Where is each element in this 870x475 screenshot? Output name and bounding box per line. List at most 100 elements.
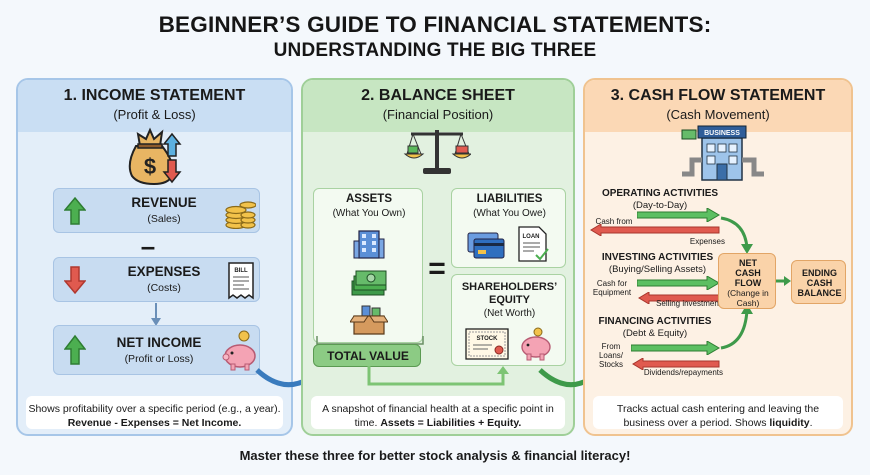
investing-in-label: Cash for Equipment [587, 279, 637, 297]
net-cash-flow-l5: Cash) [736, 298, 760, 308]
equity-label-line1: SHAREHOLDERS’ [461, 281, 558, 293]
financing-sub: (Debt & Equity) [622, 328, 688, 339]
cash-flow-panel: 3. CASH FLOW STATEMENT (Cash Movement) B… [583, 78, 853, 436]
bill-icon-text: BILL [234, 268, 248, 274]
ending-cash-balance-label: ENDING CASH BALANCE [792, 268, 847, 298]
revenue-sub: (Sales) [147, 213, 181, 225]
stock-certificate-icon: STOCK [465, 328, 509, 360]
balance-sheet-panel: 2. BALANCE SHEET (Financial Position) AS… [301, 78, 575, 436]
business-sign-text: BUSINESS [704, 130, 740, 137]
investing-title: INVESTING ACTIVITIES [601, 252, 714, 263]
financing-outflow-arrow [632, 358, 720, 370]
expenses-label: EXPENSES [127, 264, 201, 279]
up-arrow-icon [64, 334, 86, 365]
cashflow-footer: Tracks actual cash entering and leaving … [593, 396, 843, 429]
investing-inflow-arrow [637, 276, 720, 290]
revenue-card: REVENUE (Sales) [53, 188, 260, 233]
assets-sub: (What You Own) [332, 208, 406, 219]
income-footer: Shows profitability over a specific peri… [26, 396, 283, 429]
loan-document-icon: LOAN [518, 226, 549, 262]
operating-outflow-arrow [590, 224, 720, 236]
financing-in-label-3: Stocks [598, 360, 623, 369]
financing-in-label-2: Loans/ [598, 351, 624, 360]
ending-l2: CASH [806, 278, 833, 288]
net-cash-flow-l3: FLOW [734, 278, 762, 288]
svg-text:$: $ [144, 154, 156, 179]
operating-out-label: Expenses [689, 237, 725, 246]
total-value-box: TOTAL VALUE [313, 344, 421, 367]
cashflow-panel-header: 3. CASH FLOW STATEMENT (Cash Movement) [585, 80, 851, 132]
expenses-to-net-arrow [151, 303, 161, 326]
investing-in-label-1: Cash for [596, 279, 628, 288]
equity-sub: (Net Worth) [483, 308, 536, 319]
investing-in-label-2: Equipment [592, 288, 632, 297]
income-panel-header: 1. INCOME STATEMENT (Profit & Loss) [18, 80, 291, 132]
net-cash-flow-box: NET CASH FLOW (Change in Cash) [718, 253, 776, 309]
piggy-bank-icon [222, 330, 256, 371]
loan-icon-text: LOAN [523, 234, 540, 240]
assets-label: ASSETS [345, 193, 392, 205]
net-cash-flow-label: NET CASH FLOW [719, 258, 777, 288]
net-cash-flow-l4: (Change in [727, 288, 769, 298]
up-arrow-icon [64, 196, 86, 225]
liabilities-label: LIABILITIES [476, 193, 543, 205]
investing-sub: (Buying/Selling Assets) [608, 264, 707, 275]
equity-card: SHAREHOLDERS’ EQUITY (Net Worth) STOCK [451, 274, 566, 366]
balance-scale-icon [403, 130, 471, 174]
balance-footer-line2-bold: Assets = Liabilities + Equity. [380, 417, 522, 429]
balance-panel-header: 2. BALANCE SHEET (Financial Position) [303, 80, 573, 132]
financing-inflow-arrow [631, 341, 720, 355]
income-footer-line1: Shows profitability over a specific peri… [28, 403, 281, 415]
inventory-box-icon [350, 305, 388, 335]
equity-label-line2: EQUITY [489, 294, 530, 306]
assets-card: ASSETS (What You Own) [313, 188, 423, 343]
piggy-bank-icon [521, 327, 551, 361]
income-subtitle: (Profit & Loss) [113, 107, 196, 122]
page-title-line2: UNDERSTANDING THE BIG THREE [273, 40, 597, 61]
down-arrow-icon [64, 266, 86, 295]
income-statement-panel: 1. INCOME STATEMENT (Profit & Loss) $ RE… [16, 78, 293, 436]
net-income-sub: (Profit or Loss) [124, 353, 194, 365]
operating-sub: (Day-to-Day) [632, 200, 688, 211]
investing-outflow-arrow [638, 292, 720, 304]
balance-footer: A snapshot of financial health at a spec… [311, 396, 565, 429]
balance-subtitle: (Financial Position) [382, 107, 494, 122]
cashflow-title: 3. CASH FLOW STATEMENT [610, 87, 826, 104]
ending-cash-balance-box: ENDING CASH BALANCE [791, 260, 846, 304]
expenses-card: EXPENSES (Costs) BILL [53, 257, 260, 302]
ending-l1: ENDING [801, 268, 837, 278]
financing-in-label: From Loans/ Stocks [591, 342, 631, 369]
liabilities-card: LIABILITIES (What You Owe) LOAN [451, 188, 566, 268]
cashflow-footer-line1: Tracks actual cash entering and leaving … [616, 403, 820, 415]
net-income-card: NET INCOME (Profit or Loss) [53, 325, 260, 375]
stock-icon-text: STOCK [477, 336, 499, 342]
cashflow-footer-line2-post: . [809, 417, 813, 429]
net-cash-flow-sub: (Change in Cash) [719, 288, 777, 308]
financing-in-label-1: From [601, 342, 621, 351]
page-title-line1: BEGINNER’S GUIDE TO FINANCIAL STATEMENTS… [158, 12, 712, 37]
business-building-icon: BUSINESS [681, 125, 764, 181]
balance-footer-line2-pre: time. [354, 417, 381, 429]
operating-in-label-1: Cash from [595, 217, 633, 226]
minus-sign: – [140, 231, 156, 261]
ending-l3: BALANCE [797, 288, 842, 298]
income-footer-line2: Revenue - Expenses = Net Income. [67, 417, 242, 429]
net-income-label: NET INCOME [116, 335, 202, 350]
total-value-label: TOTAL VALUE [327, 349, 409, 363]
investing-out-label: Selling investments [656, 299, 725, 308]
income-title: 1. INCOME STATEMENT [63, 87, 246, 104]
operating-inflow-arrow [637, 208, 720, 222]
cashflow-footer-line2-bold: liquidity [769, 417, 810, 429]
cash-stack-icon [351, 270, 387, 296]
cashflow-subtitle: (Cash Movement) [666, 107, 770, 122]
bottom-tagline: Master these three for better stock anal… [239, 448, 631, 463]
expenses-sub: (Costs) [147, 282, 181, 294]
total-to-equity-connector [367, 366, 509, 386]
bill-icon: BILL [228, 262, 254, 300]
net-cash-flow-l1: NET [739, 258, 757, 268]
financing-title: FINANCING ACTIVITIES [598, 316, 712, 327]
equals-sign: = [428, 252, 446, 285]
net-to-ending-arrow [776, 276, 791, 286]
liabilities-sub: (What You Owe) [473, 208, 546, 219]
financing-out-label: Dividends/repayments [643, 368, 723, 377]
